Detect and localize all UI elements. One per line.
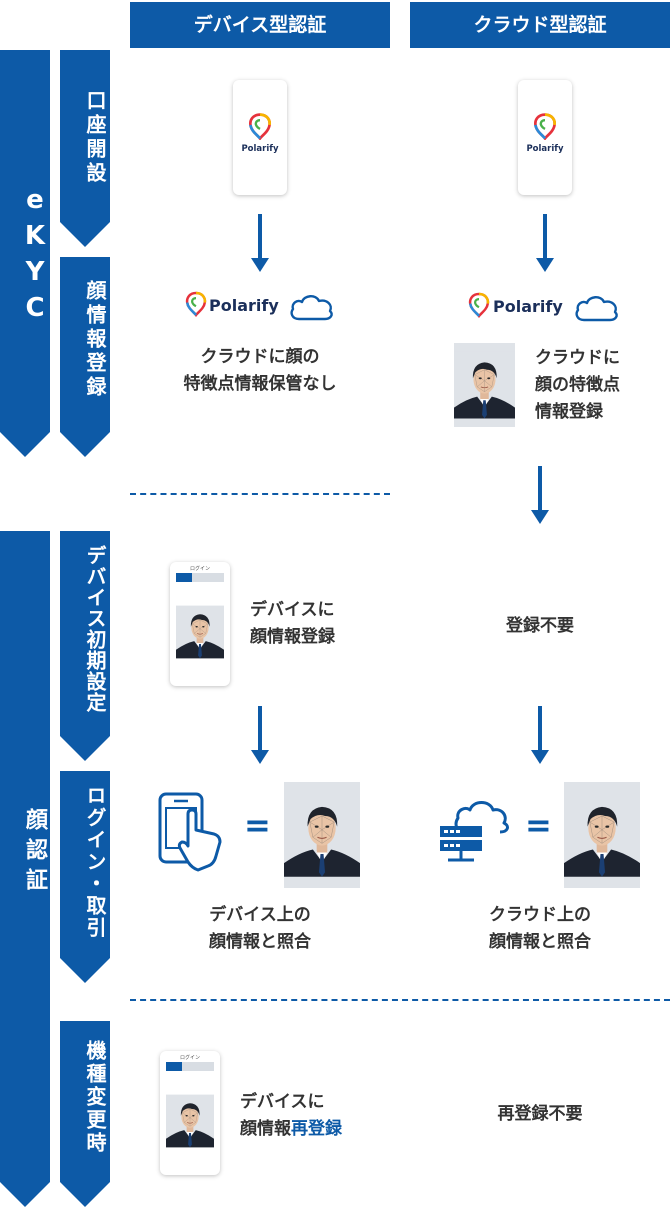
section-label-ekyc: eKYC: [20, 185, 50, 329]
face-photo: [176, 584, 224, 680]
device-ekyc-note-line1: クラウドに顔の: [200, 347, 320, 367]
app-card-brand: Polarify: [241, 144, 279, 154]
phone-tab-bar: [176, 573, 224, 582]
cloud-login-text: クラウド上の 顔情報と照合: [420, 902, 660, 956]
device-change-text-line2: 顔情報再登録: [240, 1116, 390, 1143]
section-label-face-auth: 顔認証: [22, 808, 47, 898]
face-photo: [564, 782, 640, 888]
phone-touch-icon: [158, 792, 222, 872]
device-change-text-highlight: 再登録: [291, 1119, 342, 1139]
step-arrow-device-setup: [60, 531, 110, 761]
face-photo: [166, 1073, 214, 1169]
polarify-pin-icon: [185, 291, 207, 317]
cloud-ekyc-note-line3: 情報登録: [535, 402, 603, 422]
step-label-face-register: 顔情報登録: [83, 280, 107, 400]
phone-screen-title: ログイン: [179, 1055, 200, 1061]
device-change-text-line1: デバイスに: [240, 1092, 325, 1112]
cloud-ekyc-note-line2: 顔の特徴点: [535, 375, 620, 395]
device-setup-text: デバイスに 顔情報登録: [250, 597, 380, 651]
phone-mockup: ログイン: [160, 1051, 220, 1175]
polarify-logo-text: Polarify: [493, 297, 563, 316]
phone-screen-title: ログイン: [189, 566, 210, 572]
section-arrow-ekyc: [0, 50, 50, 457]
step-arrow-login: [60, 771, 110, 983]
face-photo: [284, 782, 360, 888]
phone-mockup: ログイン: [170, 562, 230, 686]
phone-tab-bar: [166, 1062, 214, 1071]
step-label-device-change: 機種変更時: [83, 1040, 107, 1155]
device-ekyc-note: クラウドに顔の 特徴点情報保管なし: [150, 344, 370, 398]
cloud-ekyc-note-line1: クラウドに: [535, 348, 620, 368]
phone-tab-active: [176, 573, 192, 582]
column-header-cloud: クラウド型認証: [410, 2, 670, 48]
cloud-icon: [572, 292, 620, 324]
device-setup-text-line2: 顔情報登録: [250, 627, 335, 647]
step-arrow-device-change: [60, 1021, 110, 1207]
polarify-pin-icon: [468, 292, 490, 318]
app-card-device: Polarify: [233, 80, 287, 195]
device-ekyc-note-line2: 特徴点情報保管なし: [183, 374, 337, 394]
app-card-cloud: Polarify: [518, 80, 572, 195]
flow-arrow-icon: [531, 466, 549, 524]
device-change-text-plain: 顔情報: [240, 1119, 291, 1139]
flow-arrow-icon: [251, 214, 269, 272]
device-login-text-line2: 顔情報と照合: [209, 932, 311, 952]
cloud-login-text-line1: クラウド上の: [489, 905, 591, 925]
polarify-logo-text: Polarify: [209, 296, 279, 315]
phone-tab-active: [166, 1062, 182, 1071]
step-label-device-setup: デバイス初期設定: [83, 545, 107, 713]
column-header-device: デバイス型認証: [130, 2, 390, 48]
device-login-text: デバイス上の 顔情報と照合: [140, 902, 380, 956]
step-arrow-account-open: [60, 50, 110, 247]
flow-arrow-icon: [251, 706, 269, 764]
divider-dashed: [130, 493, 390, 495]
cloud-login-text-line2: 顔情報と照合: [489, 932, 591, 952]
cloud-change-text: 再登録不要: [497, 1104, 583, 1124]
polarify-pin-icon: [533, 113, 557, 140]
device-login-text-line1: デバイス上の: [209, 905, 311, 925]
flow-arrow-icon: [536, 214, 554, 272]
face-photo: [454, 343, 515, 427]
divider-dashed: [130, 999, 670, 1001]
cloud-ekyc-note: クラウドに 顔の特徴点 情報登録: [535, 345, 670, 426]
step-arrow-face-register: [60, 257, 110, 457]
cloud-setup-text: 登録不要: [506, 616, 574, 636]
section-arrow-face-auth: [0, 531, 50, 1207]
device-change-text: デバイスに 顔情報再登録: [240, 1089, 390, 1143]
server-cloud-icon: [440, 801, 509, 862]
step-label-account-open: 口座開設: [83, 90, 107, 186]
equals-sign: =: [244, 806, 271, 844]
equals-sign: =: [525, 806, 552, 844]
device-setup-text-line1: デバイスに: [250, 600, 335, 620]
cloud-icon: [287, 291, 335, 323]
step-label-login: ログイン・取引: [83, 785, 107, 939]
app-card-brand: Polarify: [526, 144, 564, 154]
polarify-pin-icon: [248, 113, 272, 140]
flow-arrow-icon: [531, 706, 549, 764]
